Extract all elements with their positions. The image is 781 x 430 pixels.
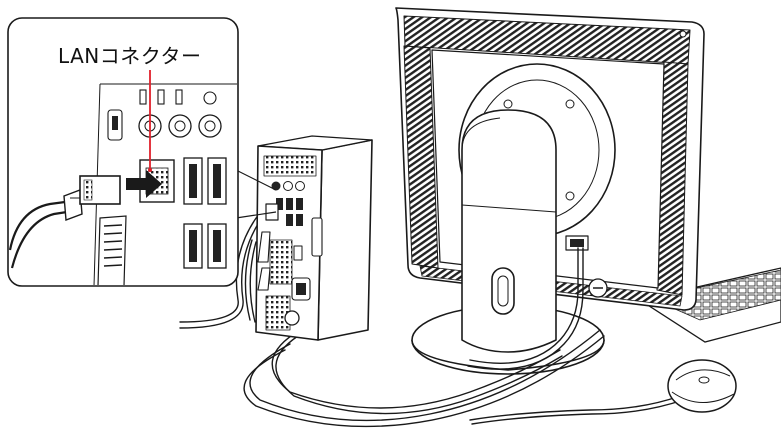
mouse [668,360,736,412]
pc-tower [256,136,372,340]
callout-pointer-dot [148,168,152,172]
lan-connector-label: LANコネクター [58,40,228,69]
